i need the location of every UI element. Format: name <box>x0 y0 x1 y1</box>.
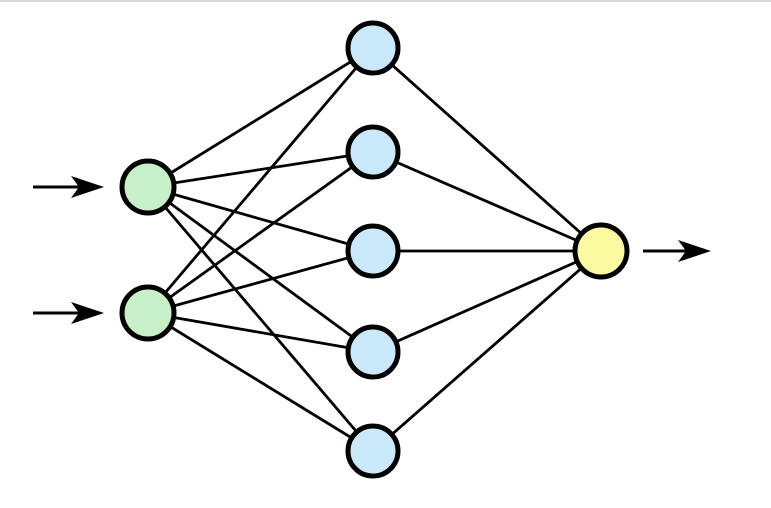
input-arrow-1-icon <box>33 176 104 198</box>
output-arrow-icon-head <box>678 240 711 262</box>
edge-h1-o1 <box>372 46 602 253</box>
input-node-2 <box>119 284 177 342</box>
hidden-node-3 <box>345 223 401 279</box>
hidden-node-2 <box>345 124 401 180</box>
edge-i1-h4 <box>147 185 374 354</box>
input-node-1 <box>119 158 177 216</box>
output-node <box>572 222 630 280</box>
input-arrow-2-icon-head <box>71 302 104 324</box>
edge-i1-h2 <box>147 150 374 189</box>
hidden-node-1 <box>345 20 401 76</box>
input-arrow-1-icon-head <box>71 176 104 198</box>
edge-h5-o1 <box>372 249 602 453</box>
edge-i2-h4 <box>147 311 374 354</box>
edge-i2-h3 <box>147 249 374 315</box>
page-top-border <box>0 0 771 2</box>
input-arrow-2-icon <box>33 302 104 324</box>
hidden-node-4 <box>345 324 401 380</box>
edge-i2-h2 <box>147 150 374 315</box>
edge-h4-o1 <box>372 249 602 354</box>
hidden-node-5 <box>345 423 401 479</box>
edge-i1-h1 <box>147 46 374 189</box>
output-arrow-icon <box>643 240 711 262</box>
edge-i2-h1 <box>146 47 375 314</box>
edge-h2-o1 <box>372 150 602 253</box>
edge-i2-h5 <box>147 311 374 453</box>
edge-i1-h5 <box>146 186 375 452</box>
edge-i1-h3 <box>147 185 374 253</box>
